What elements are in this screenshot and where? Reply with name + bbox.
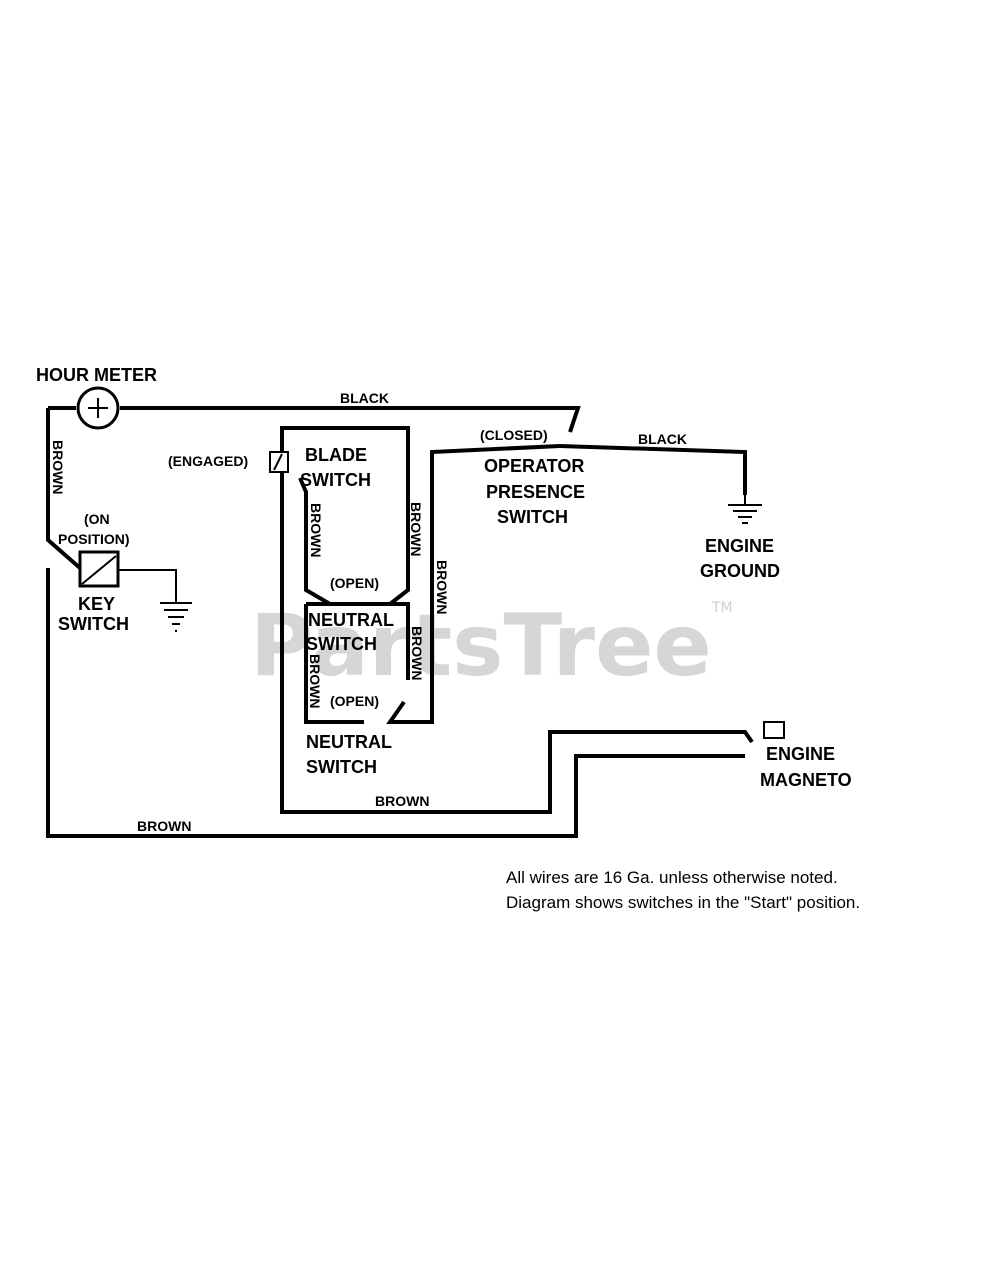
wire-black-right-ground <box>559 444 747 495</box>
closed-label: (CLOSED) <box>480 427 548 443</box>
engine-ground-icon <box>728 495 762 524</box>
blade-switch-contact-icon <box>269 451 289 473</box>
engaged-label: (ENGAGED) <box>168 453 248 469</box>
wire-label-black-right: BLACK <box>638 431 687 447</box>
engine-magneto-label-2: MAGNETO <box>760 770 852 790</box>
key-switch-ground-icon <box>160 602 192 632</box>
wire-black-top <box>48 406 581 433</box>
open-lower-label: (OPEN) <box>330 693 379 709</box>
watermark: PartsTree <box>250 596 712 696</box>
wire-neutral-box <box>304 602 410 724</box>
wire-label-brown-blade-outer: BROWN <box>408 502 424 556</box>
blade-switch-label-2: SWITCH <box>300 470 371 490</box>
key-switch-label-1: KEY <box>78 594 115 614</box>
wire-label-brown-right-long: BROWN <box>434 560 450 614</box>
neutral-switch-upper-label-2: SWITCH <box>306 634 377 654</box>
neutral-switch-upper-label-1: NEUTRAL <box>308 610 394 630</box>
note-line-1: All wires are 16 Ga. unless otherwise no… <box>506 868 838 887</box>
engine-ground-label-2: GROUND <box>700 561 780 581</box>
wire-black-right <box>386 444 561 724</box>
operator-presence-label-1: OPERATOR <box>484 456 584 476</box>
on-position-label-1: (ON <box>84 511 110 527</box>
on-position-label-2: POSITION) <box>58 531 130 547</box>
wire-key-ground <box>118 569 177 603</box>
wire-blade-inner <box>298 477 332 606</box>
key-switch-label-2: SWITCH <box>58 614 129 634</box>
wire-brown-bottom-outer <box>46 568 745 838</box>
hour-meter-label: HOUR METER <box>36 365 157 385</box>
engine-magneto-label-1: ENGINE <box>766 744 835 764</box>
wire-label-brown-bottom-outer: BROWN <box>137 818 191 834</box>
key-switch-icon <box>78 550 120 588</box>
wire-label-brown-neutral-inner: BROWN <box>307 654 323 708</box>
wire-label-brown-bottom-inner: BROWN <box>375 793 429 809</box>
wire-blade-outer <box>280 426 410 606</box>
hour-meter-icon <box>76 386 120 430</box>
wire-label-brown-neutral-outer: BROWN <box>409 626 425 680</box>
wire-brown-bottom-inner <box>280 460 754 814</box>
neutral-switch-lower-label-1: NEUTRAL <box>306 732 392 752</box>
wire-label-black-top: BLACK <box>340 390 389 406</box>
watermark-tm: TM <box>711 600 733 616</box>
engine-magneto-icon <box>763 721 785 739</box>
wire-label-brown-left: BROWN <box>50 440 66 494</box>
blade-switch-label-1: BLADE <box>305 445 367 465</box>
wire-label-brown-blade-inner: BROWN <box>308 503 324 557</box>
note-line-2: Diagram shows switches in the "Start" po… <box>506 893 860 912</box>
engine-ground-label-1: ENGINE <box>705 536 774 556</box>
operator-presence-label-3: SWITCH <box>497 507 568 527</box>
neutral-switch-lower-label-2: SWITCH <box>306 757 377 777</box>
open-upper-label: (OPEN) <box>330 575 379 591</box>
wire-brown-left <box>46 408 82 570</box>
operator-presence-label-2: PRESENCE <box>486 482 585 502</box>
